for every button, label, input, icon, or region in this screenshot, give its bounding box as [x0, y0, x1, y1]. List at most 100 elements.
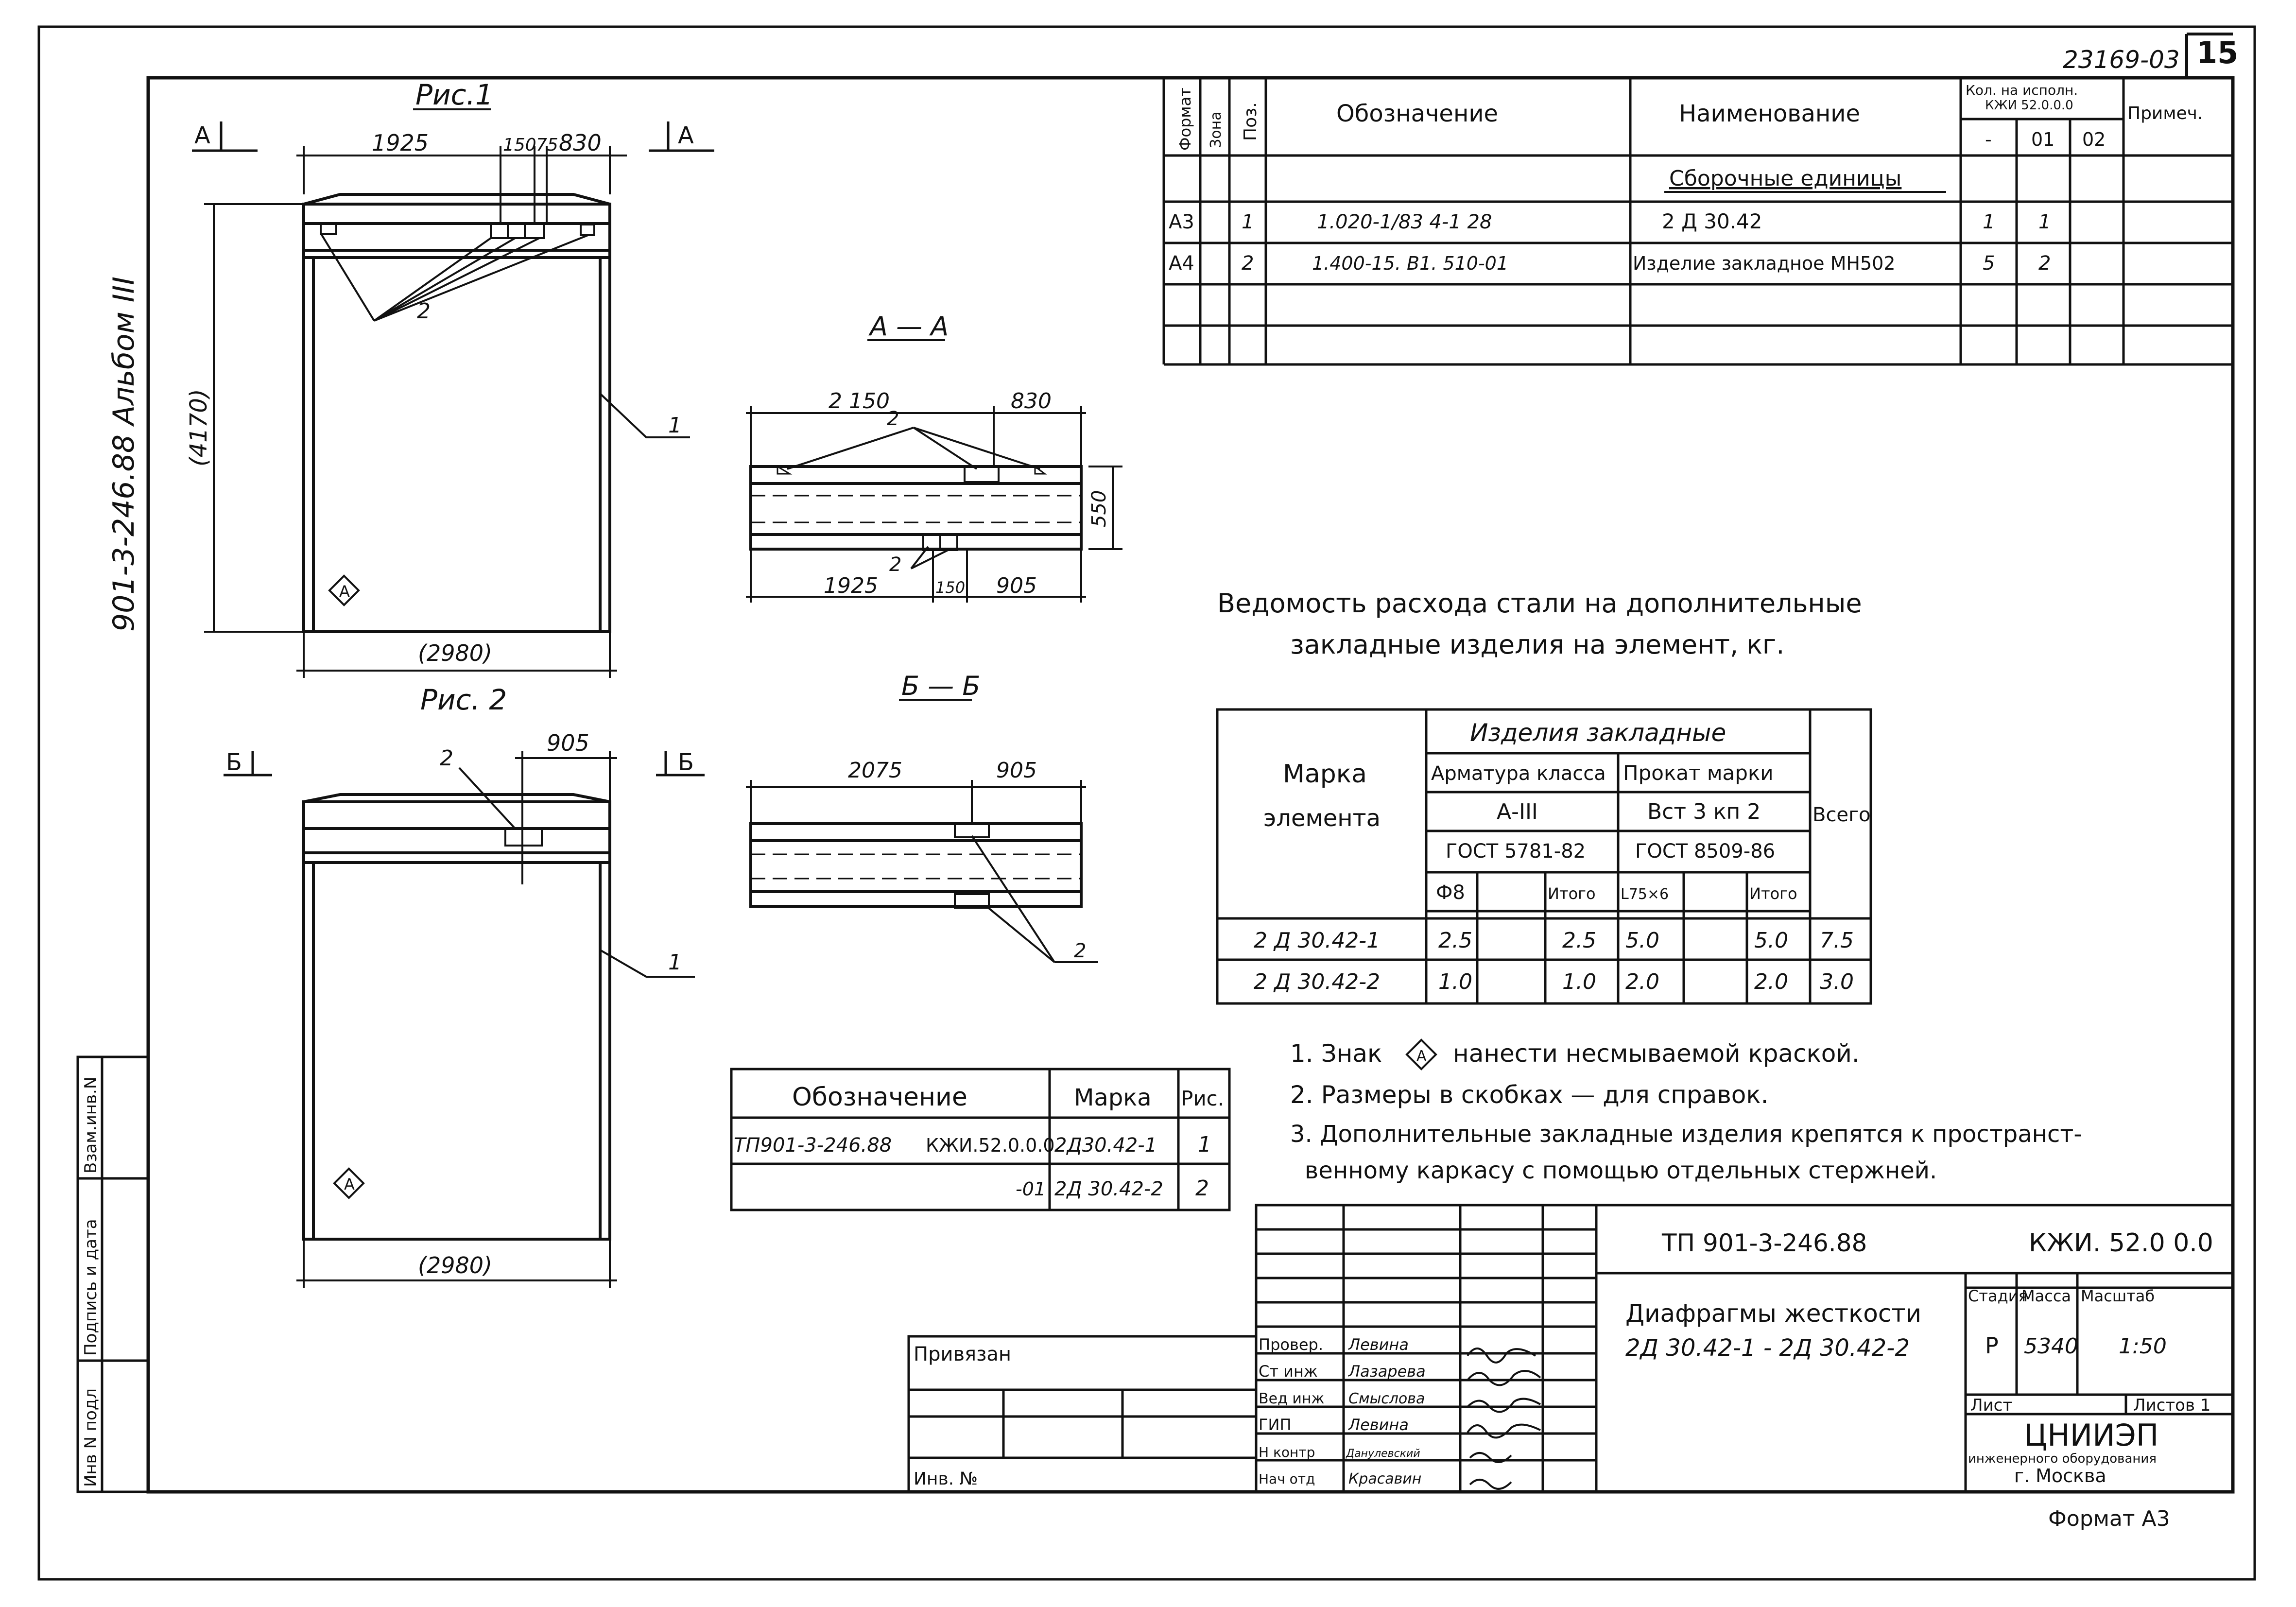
- staff-role-5: Н контр: [1259, 1444, 1315, 1460]
- album-label: 901-3-246.88 Альбом III: [107, 276, 141, 632]
- stamp-h-stage: Стадия: [1968, 1287, 2028, 1305]
- staff-name-2: Лазарева: [1348, 1362, 1426, 1381]
- stamp-stage: Р: [1985, 1332, 1999, 1359]
- spec-h-note: Примеч.: [2127, 104, 2203, 123]
- sec-b-dim-905: 905: [996, 758, 1037, 783]
- stamp-grid: [907, 1204, 2234, 1493]
- stamp-title-line1: Диафрагмы жесткости: [1625, 1299, 1921, 1328]
- fig1-drawing: [192, 108, 714, 678]
- sec-a-dim-830: 830: [1011, 389, 1052, 414]
- steel-h-arm: Арматура класса: [1431, 762, 1606, 785]
- staff-name-5: Данулевский: [1346, 1448, 1420, 1460]
- spec-h-col0: -: [1985, 129, 1992, 150]
- marks-r2-fig: 2: [1195, 1176, 1209, 1201]
- spec-h-format: Формат: [1176, 87, 1194, 151]
- spec-row2-q1: 2: [2038, 252, 2051, 275]
- note-3-line2: венному каркасу с помощью отдельных стер…: [1305, 1157, 1937, 1184]
- steel-h-items: Изделия закладные: [1470, 719, 1726, 747]
- fig1-dim-width: (2980): [418, 640, 492, 666]
- stamp-mass: 5340: [2024, 1334, 2078, 1359]
- stamp-project: ТП 901-3-246.88: [1661, 1229, 1867, 1257]
- fig1-dim-1925: 1925: [372, 130, 429, 156]
- spec-row2-q0: 5: [1983, 252, 1995, 275]
- steel-row1-l75: 5.0: [1625, 928, 1659, 953]
- stamp-sheet: Лист: [1970, 1396, 2012, 1415]
- sec-a-pos-2-top: 2: [887, 408, 899, 430]
- side-stamp-grid: [76, 1055, 150, 1493]
- marks-h-fig: Рис.: [1181, 1087, 1224, 1110]
- spec-h-zone: Зона: [1208, 111, 1225, 148]
- stamp-inv: Инв. №: [914, 1469, 978, 1489]
- side-cell-signature: Подпись и дата: [81, 1219, 101, 1356]
- fig1-dim-150: 150: [503, 135, 536, 155]
- note-3-line1: 3. Дополнительные закладные изделия креп…: [1290, 1121, 2082, 1148]
- fig2-dim-width: (2980): [418, 1252, 492, 1279]
- fig2-sign-letter: А: [344, 1175, 355, 1193]
- marks-r1-fig: 1: [1198, 1132, 1211, 1157]
- section-b-title: Б — Б: [901, 671, 980, 701]
- steel-title-line2: закладные изделия на элемент, кг.: [1290, 629, 1784, 660]
- side-cell-vzam: Взам.инв.N: [81, 1077, 101, 1174]
- sec-b-dim-2075: 2075: [848, 758, 902, 783]
- marks-table-grid: [730, 1068, 1231, 1211]
- marks-r2-mark: 2Д 30.42-2: [1054, 1178, 1163, 1200]
- steel-h-gost2: ГОСТ 8509-86: [1635, 840, 1775, 863]
- side-cell-inv: Инв N подл: [81, 1388, 101, 1487]
- steel-h-mark1: Марка: [1283, 760, 1367, 789]
- staff-name-6: Красавин: [1348, 1470, 1421, 1487]
- spec-row2-name: Изделие закладное МН502: [1633, 253, 1895, 274]
- note-1-prefix: 1. Знак: [1290, 1039, 1382, 1068]
- staff-role-3: Вед инж: [1259, 1390, 1324, 1407]
- spec-row1-designation: 1.020-1/83 4-1 28: [1317, 211, 1492, 233]
- steel-h-total: Всего: [1813, 804, 1871, 826]
- note-1-sign: А: [1416, 1048, 1427, 1065]
- spec-table-grid: [1162, 78, 2234, 366]
- staff-name-3: Смыслова: [1348, 1390, 1425, 1407]
- spec-row1-name: 2 Д 30.42: [1662, 209, 1762, 233]
- note-2: 2. Размеры в скобках — для справок.: [1290, 1081, 1768, 1109]
- spec-h-col1: 01: [2031, 129, 2054, 150]
- sec-a-dim-550: 550: [1088, 490, 1110, 527]
- steel-row2-itogo2: 2.0: [1754, 969, 1788, 994]
- spec-h-pos: Поз.: [1241, 102, 1260, 141]
- marks-r1-code: КЖИ.52.0.0.0: [926, 1135, 1055, 1156]
- fig2-pos-1: 1: [668, 950, 682, 975]
- spec-section-title: Сборочные единицы: [1669, 166, 1901, 191]
- marks-r1-designation: ТП901-3-246.88: [734, 1134, 892, 1157]
- steel-title-line1: Ведомость расхода стали на дополнительны…: [1217, 588, 1862, 619]
- stamp-org: ЦНИИЭП: [2024, 1417, 2158, 1453]
- steel-row2-itogo1: 1.0: [1562, 969, 1596, 994]
- steel-h-prok: Прокат марки: [1623, 761, 1774, 785]
- stamp-privyazan: Привязан: [914, 1343, 1011, 1365]
- cut-b-left: Б: [226, 749, 242, 776]
- steel-row1-itogo1: 2.5: [1562, 928, 1596, 953]
- steel-row2-mark: 2 Д 30.42-2: [1254, 969, 1380, 994]
- spec-h-col2: 02: [2082, 129, 2106, 150]
- steel-h-f8: Ф8: [1436, 881, 1465, 904]
- staff-role-2: Ст инж: [1259, 1362, 1318, 1381]
- steel-h-l75: L75×6: [1621, 886, 1669, 903]
- steel-h-itogo2: Итого: [1749, 884, 1797, 903]
- page-number: 15: [2196, 35, 2238, 70]
- spec-h-qty: Кол. на исполн.: [1966, 82, 2078, 98]
- cut-a-right: А: [678, 122, 694, 149]
- stamp-sheets: Листов 1: [2133, 1396, 2210, 1415]
- section-a-title: А — А: [868, 311, 949, 342]
- steel-h-gost1: ГОСТ 5781-82: [1446, 840, 1586, 863]
- steel-row1-f8: 2.5: [1438, 928, 1472, 953]
- fig2-dim-905: 905: [547, 730, 589, 756]
- steel-row2-f8: 1.0: [1438, 969, 1472, 994]
- fig1-title: Рис.1: [415, 78, 493, 111]
- marks-r2-code: -01: [1016, 1178, 1046, 1200]
- spec-row1-q1: 1: [2038, 211, 2051, 233]
- note-1-text: нанести несмываемой краской.: [1453, 1039, 1860, 1068]
- sec-b-pos-2: 2: [1074, 940, 1086, 962]
- marks-h-designation: Обозначение: [792, 1083, 967, 1112]
- spec-row1-pos: 1: [1242, 211, 1254, 233]
- stamp-city: г. Москва: [2014, 1465, 2106, 1486]
- fig1-pos-2: 2: [417, 299, 431, 324]
- spec-row2-pos: 2: [1242, 252, 1254, 275]
- steel-row2-l75: 2.0: [1625, 969, 1659, 994]
- cut-a-left: А: [194, 122, 210, 149]
